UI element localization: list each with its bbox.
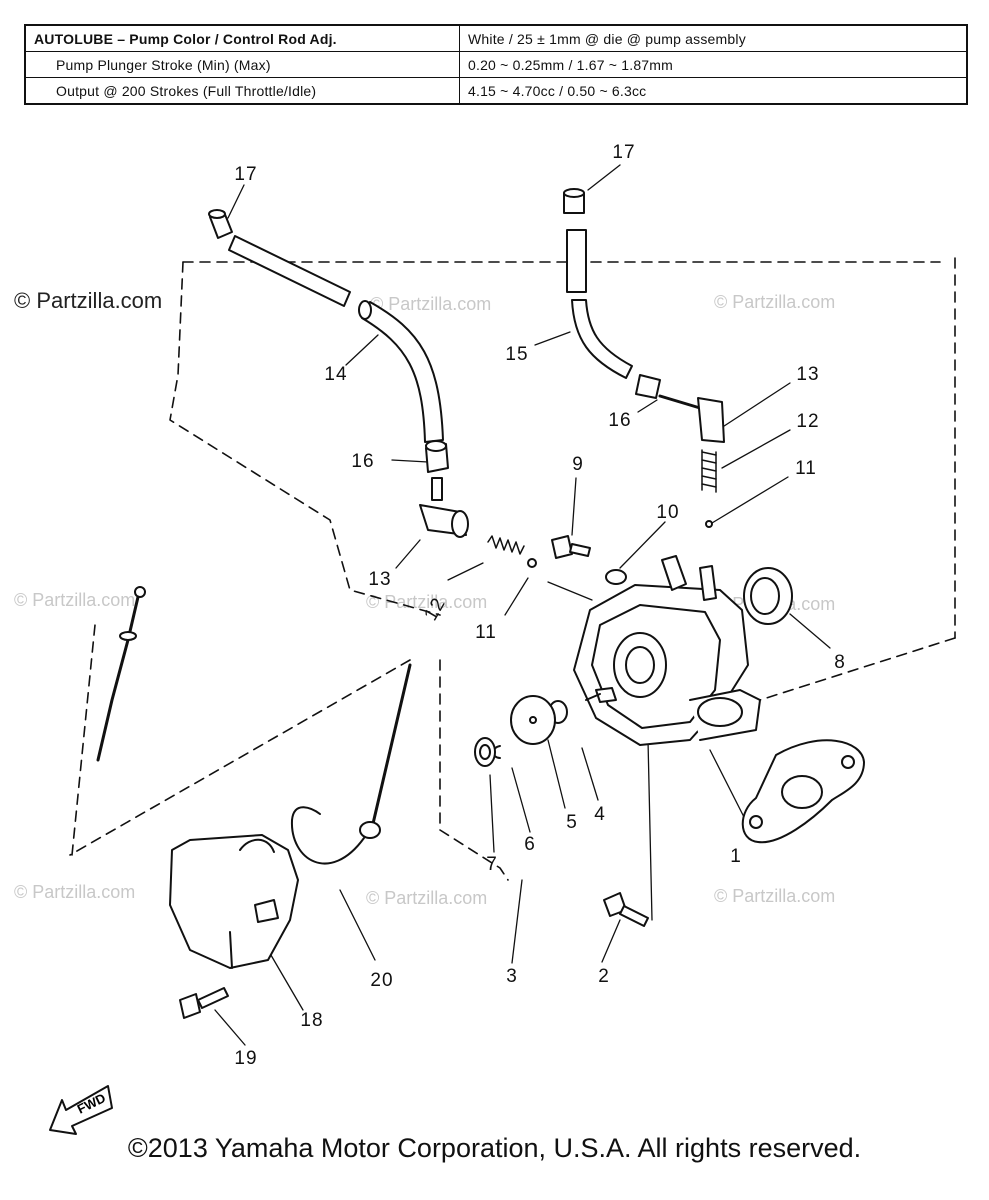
spec-row-pump-color: AUTOLUBE – Pump Color / Control Rod Adj.… [24,24,968,52]
part-14-oil-hose [228,235,444,443]
part-17-hose-cap-right [563,188,585,214]
spec-value: 4.15 ~ 4.70cc / 0.50 ~ 6.3cc [459,77,968,105]
part-12-check-spring-left [487,535,525,555]
watermark: © Partzilla.com [14,288,163,313]
watermark: © Partzilla.com [366,592,488,612]
part-19-screw [179,987,229,1019]
watermark: © Partzilla.com [14,882,136,902]
callout-12: 12 [420,594,450,625]
spec-value: 0.20 ~ 0.25mm / 1.67 ~ 1.87mm [459,51,968,78]
callout-14: 14 [324,364,347,385]
callout-3: 3 [506,966,518,987]
part-16-hose-clip-left [425,440,449,473]
callout-11: 11 [475,622,497,643]
watermark: © Partzilla.com [14,590,136,610]
callout-13: 13 [796,364,819,385]
callout-2: 2 [598,966,610,987]
callout-5: 5 [566,812,578,833]
throttle-cable [96,586,146,762]
callout-13: 13 [368,569,391,590]
spec-row-plunger-stroke: Pump Plunger Stroke (Min) (Max) 0.20 ~ 0… [24,51,968,78]
spec-value: White / 25 ± 1mm @ die @ pump assembly [459,24,968,52]
part-1-gasket [741,739,865,844]
watermark: © Partzilla.com [366,888,488,908]
part-11-check-ball-right [705,520,713,528]
callout-8: 8 [834,652,846,673]
watermark: © Partzilla.com [714,292,836,312]
part-9-bolt [551,535,591,559]
part-11-check-ball-left [527,558,537,568]
part-5-drive-cam [510,695,556,745]
part-12-check-spring-right [701,449,717,493]
callout-18: 18 [300,1010,323,1031]
callout-9: 9 [572,454,584,475]
part-17-hose-cap-left [208,209,233,239]
callout-19: 19 [234,1048,257,1069]
callout-numbers: 17 17 14 15 13 13 16 16 12 12 11 11 9 10… [234,142,846,1069]
callout-10: 10 [656,502,679,523]
callout-17: 17 [612,142,635,163]
part-8-oil-seal [743,567,793,625]
boundary-dashed-lines [69,257,956,881]
callout-20: 20 [370,970,393,991]
callout-11: 11 [795,458,817,479]
callout-4: 4 [594,804,606,825]
spec-row-output: Output @ 200 Strokes (Full Throttle/Idle… [24,77,968,105]
part-15-oil-hose [566,229,633,379]
callout-7: 7 [486,854,498,875]
callout-16: 16 [351,451,374,472]
watermark: © Partzilla.com [714,886,836,906]
callout-1: 1 [730,846,742,867]
callout-16: 16 [608,410,631,431]
callout-12: 12 [796,411,819,432]
autolube-pump-body [573,555,761,746]
spec-label: Output @ 200 Strokes (Full Throttle/Idle… [24,77,460,105]
part-10-washer [605,569,627,585]
part-2-bolt [603,892,649,927]
part-16-hose-clip-right [635,374,661,399]
part-7-collar [474,737,496,767]
watermark: © Partzilla.com [370,294,492,314]
callout-6: 6 [524,834,536,855]
part-20-pump-cable [290,663,412,865]
spec-table: AUTOLUBE – Pump Color / Control Rod Adj.… [24,24,968,105]
part-13-union-bolt-left [419,477,469,538]
callout-17: 17 [234,164,257,185]
copyright-notice: ©2013 Yamaha Motor Corporation, U.S.A. A… [127,1133,862,1163]
part-18-pump-cover [169,834,299,969]
fwd-arrow-icon [49,1085,113,1135]
part-13-union-bolt-right [658,394,725,443]
callout-15: 15 [505,344,528,365]
